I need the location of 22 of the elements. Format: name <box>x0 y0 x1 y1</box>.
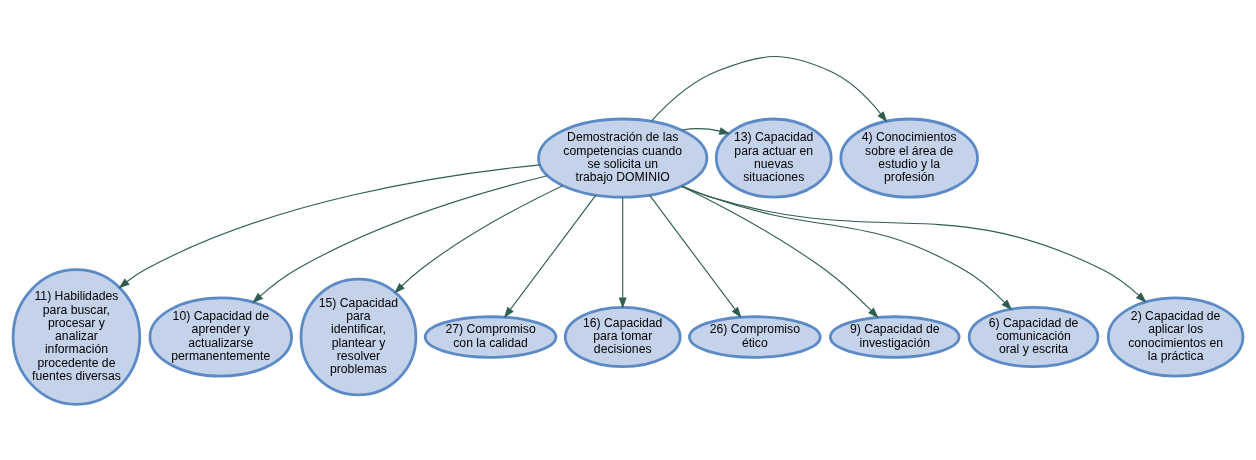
node-ellipse: 26) Compromiso ético <box>688 314 822 359</box>
node-circle: 15) Capacidad para identificar, plantear y resolver problemas <box>299 277 418 396</box>
node-ellipse: 9) Capacidad de investigación <box>829 314 961 359</box>
arrow <box>394 184 564 294</box>
node-ellipse: 4) Conocimientos sobre el área de estudio y la profesión <box>839 117 979 199</box>
arrow <box>503 194 597 318</box>
arrow <box>252 174 548 303</box>
arrow <box>118 163 541 288</box>
node-ellipse: Demostración de las competencias cuando se solicita un trabajo DOMINIO <box>537 117 709 199</box>
arrow <box>618 196 627 309</box>
arrow <box>681 126 731 135</box>
node-ellipse: 6) Capacidad de comunicación oral y escrita <box>967 305 1100 368</box>
node-ellipse: 2) Capacidad de aplicar los conocimientos en la práctica <box>1106 296 1245 377</box>
node-ellipse: 27) Compromiso con la calidad <box>423 314 558 359</box>
arrow <box>680 185 1147 303</box>
arrow <box>649 194 742 318</box>
node-circle: 11) Habilidades para buscar, procesar y analizar información procedente de fuentes diversas <box>11 267 142 406</box>
arrow <box>681 184 1013 310</box>
node-ellipse: 16) Capacidad para tomar decisiones <box>563 305 682 368</box>
node-ellipse: 13) Capacidad para actuar en nuevas situaciones <box>714 117 833 199</box>
arrow <box>651 55 888 122</box>
node-ellipse: 10) Capacidad de aprender y actualizarse permanentemente <box>148 296 293 377</box>
